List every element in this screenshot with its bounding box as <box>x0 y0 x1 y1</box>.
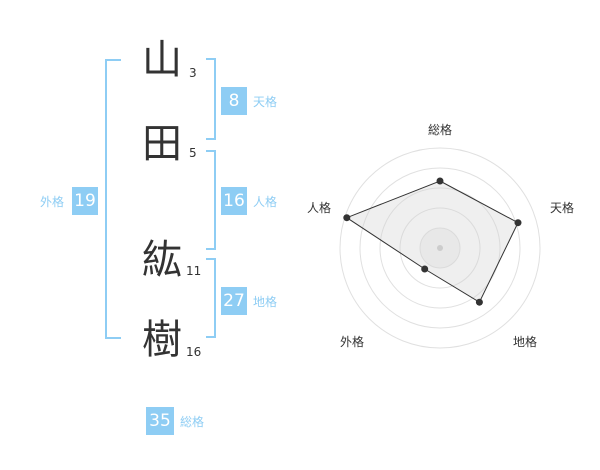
radar-point-1 <box>514 219 522 227</box>
gaikaku-label: 外格 <box>40 195 65 209</box>
radar-point-3 <box>421 265 429 273</box>
radar-point-0 <box>436 177 444 185</box>
stroke-count-1: 3 <box>189 66 197 80</box>
stroke-count-4: 16 <box>186 345 202 359</box>
radar-ring-4 <box>359 167 521 329</box>
radar-label-chikaku: 地格 <box>513 335 538 349</box>
tenkaku-bracket <box>206 58 216 140</box>
radar-polygon <box>345 180 519 303</box>
kanji-1: 山 <box>142 37 182 83</box>
jinkaku-bracket <box>206 150 216 250</box>
stroke-count-3: 11 <box>186 264 202 278</box>
radar-center-dot <box>437 245 443 251</box>
chikaku-bracket <box>206 258 216 338</box>
stroke-count-2: 5 <box>189 146 197 160</box>
gaikaku-value-box: 19 <box>72 187 98 215</box>
jinkaku-value-box: 16 <box>221 187 247 215</box>
radar-label-soukaku: 総格 <box>428 123 453 137</box>
kanji-4: 樹 <box>142 317 182 363</box>
gaikaku-bracket <box>105 59 121 339</box>
radar-label-gaikaku: 外格 <box>340 335 365 349</box>
chikaku-value-box: 27 <box>221 287 247 315</box>
radar-ring-5 <box>339 147 541 349</box>
radar-label-jinkaku: 人格 <box>307 201 332 215</box>
soukaku-value-box: 35 <box>146 407 174 435</box>
radar-point-4 <box>343 214 351 222</box>
kanji-2: 田 <box>142 121 182 167</box>
radar-point-2 <box>475 298 483 306</box>
radar-ring-2 <box>399 207 481 289</box>
radar-label-tenkaku: 天格 <box>550 201 575 215</box>
radar-ring-3 <box>379 187 501 309</box>
chikaku-label: 地格 <box>253 295 278 309</box>
jinkaku-label: 人格 <box>253 195 278 209</box>
tenkaku-label: 天格 <box>253 95 278 109</box>
kanji-3: 紘 <box>142 237 182 283</box>
soukaku-label: 総格 <box>180 415 205 429</box>
tenkaku-value-box: 8 <box>221 87 247 115</box>
